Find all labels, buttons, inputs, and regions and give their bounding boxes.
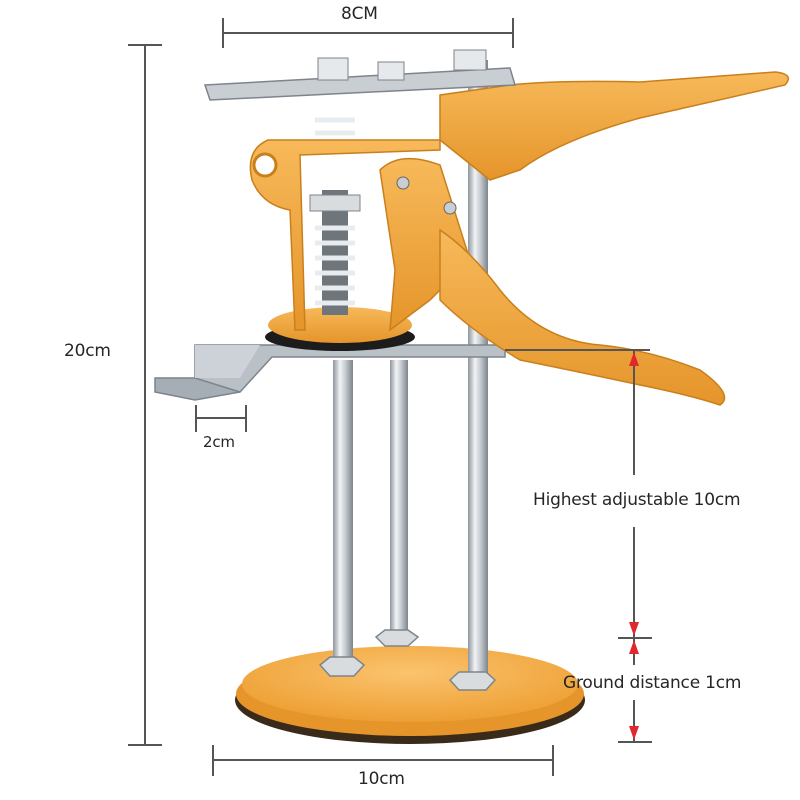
dimension-label-foot-width: 2cm <box>203 433 235 451</box>
dimension-label-max-lift: Highest adjustable 10cm <box>533 490 741 510</box>
hex-nuts <box>318 629 497 691</box>
dimension-label-total-height: 20cm <box>64 341 111 361</box>
threaded-rods <box>333 60 488 680</box>
dimension-lines <box>128 18 652 776</box>
dimension-label-ground-clearance: Ground distance 1cm <box>563 673 742 693</box>
spring <box>309 117 361 315</box>
red-arrowheads <box>629 352 639 740</box>
top-plate <box>203 49 516 101</box>
dimension-label-top-width: 8CM <box>341 4 378 24</box>
base-plate <box>235 646 585 744</box>
upper-handle <box>439 71 790 181</box>
tool-body <box>249 139 471 332</box>
dimension-label-base-width: 10cm <box>358 769 405 789</box>
lift-foot <box>154 344 506 401</box>
lower-handle <box>439 228 726 406</box>
